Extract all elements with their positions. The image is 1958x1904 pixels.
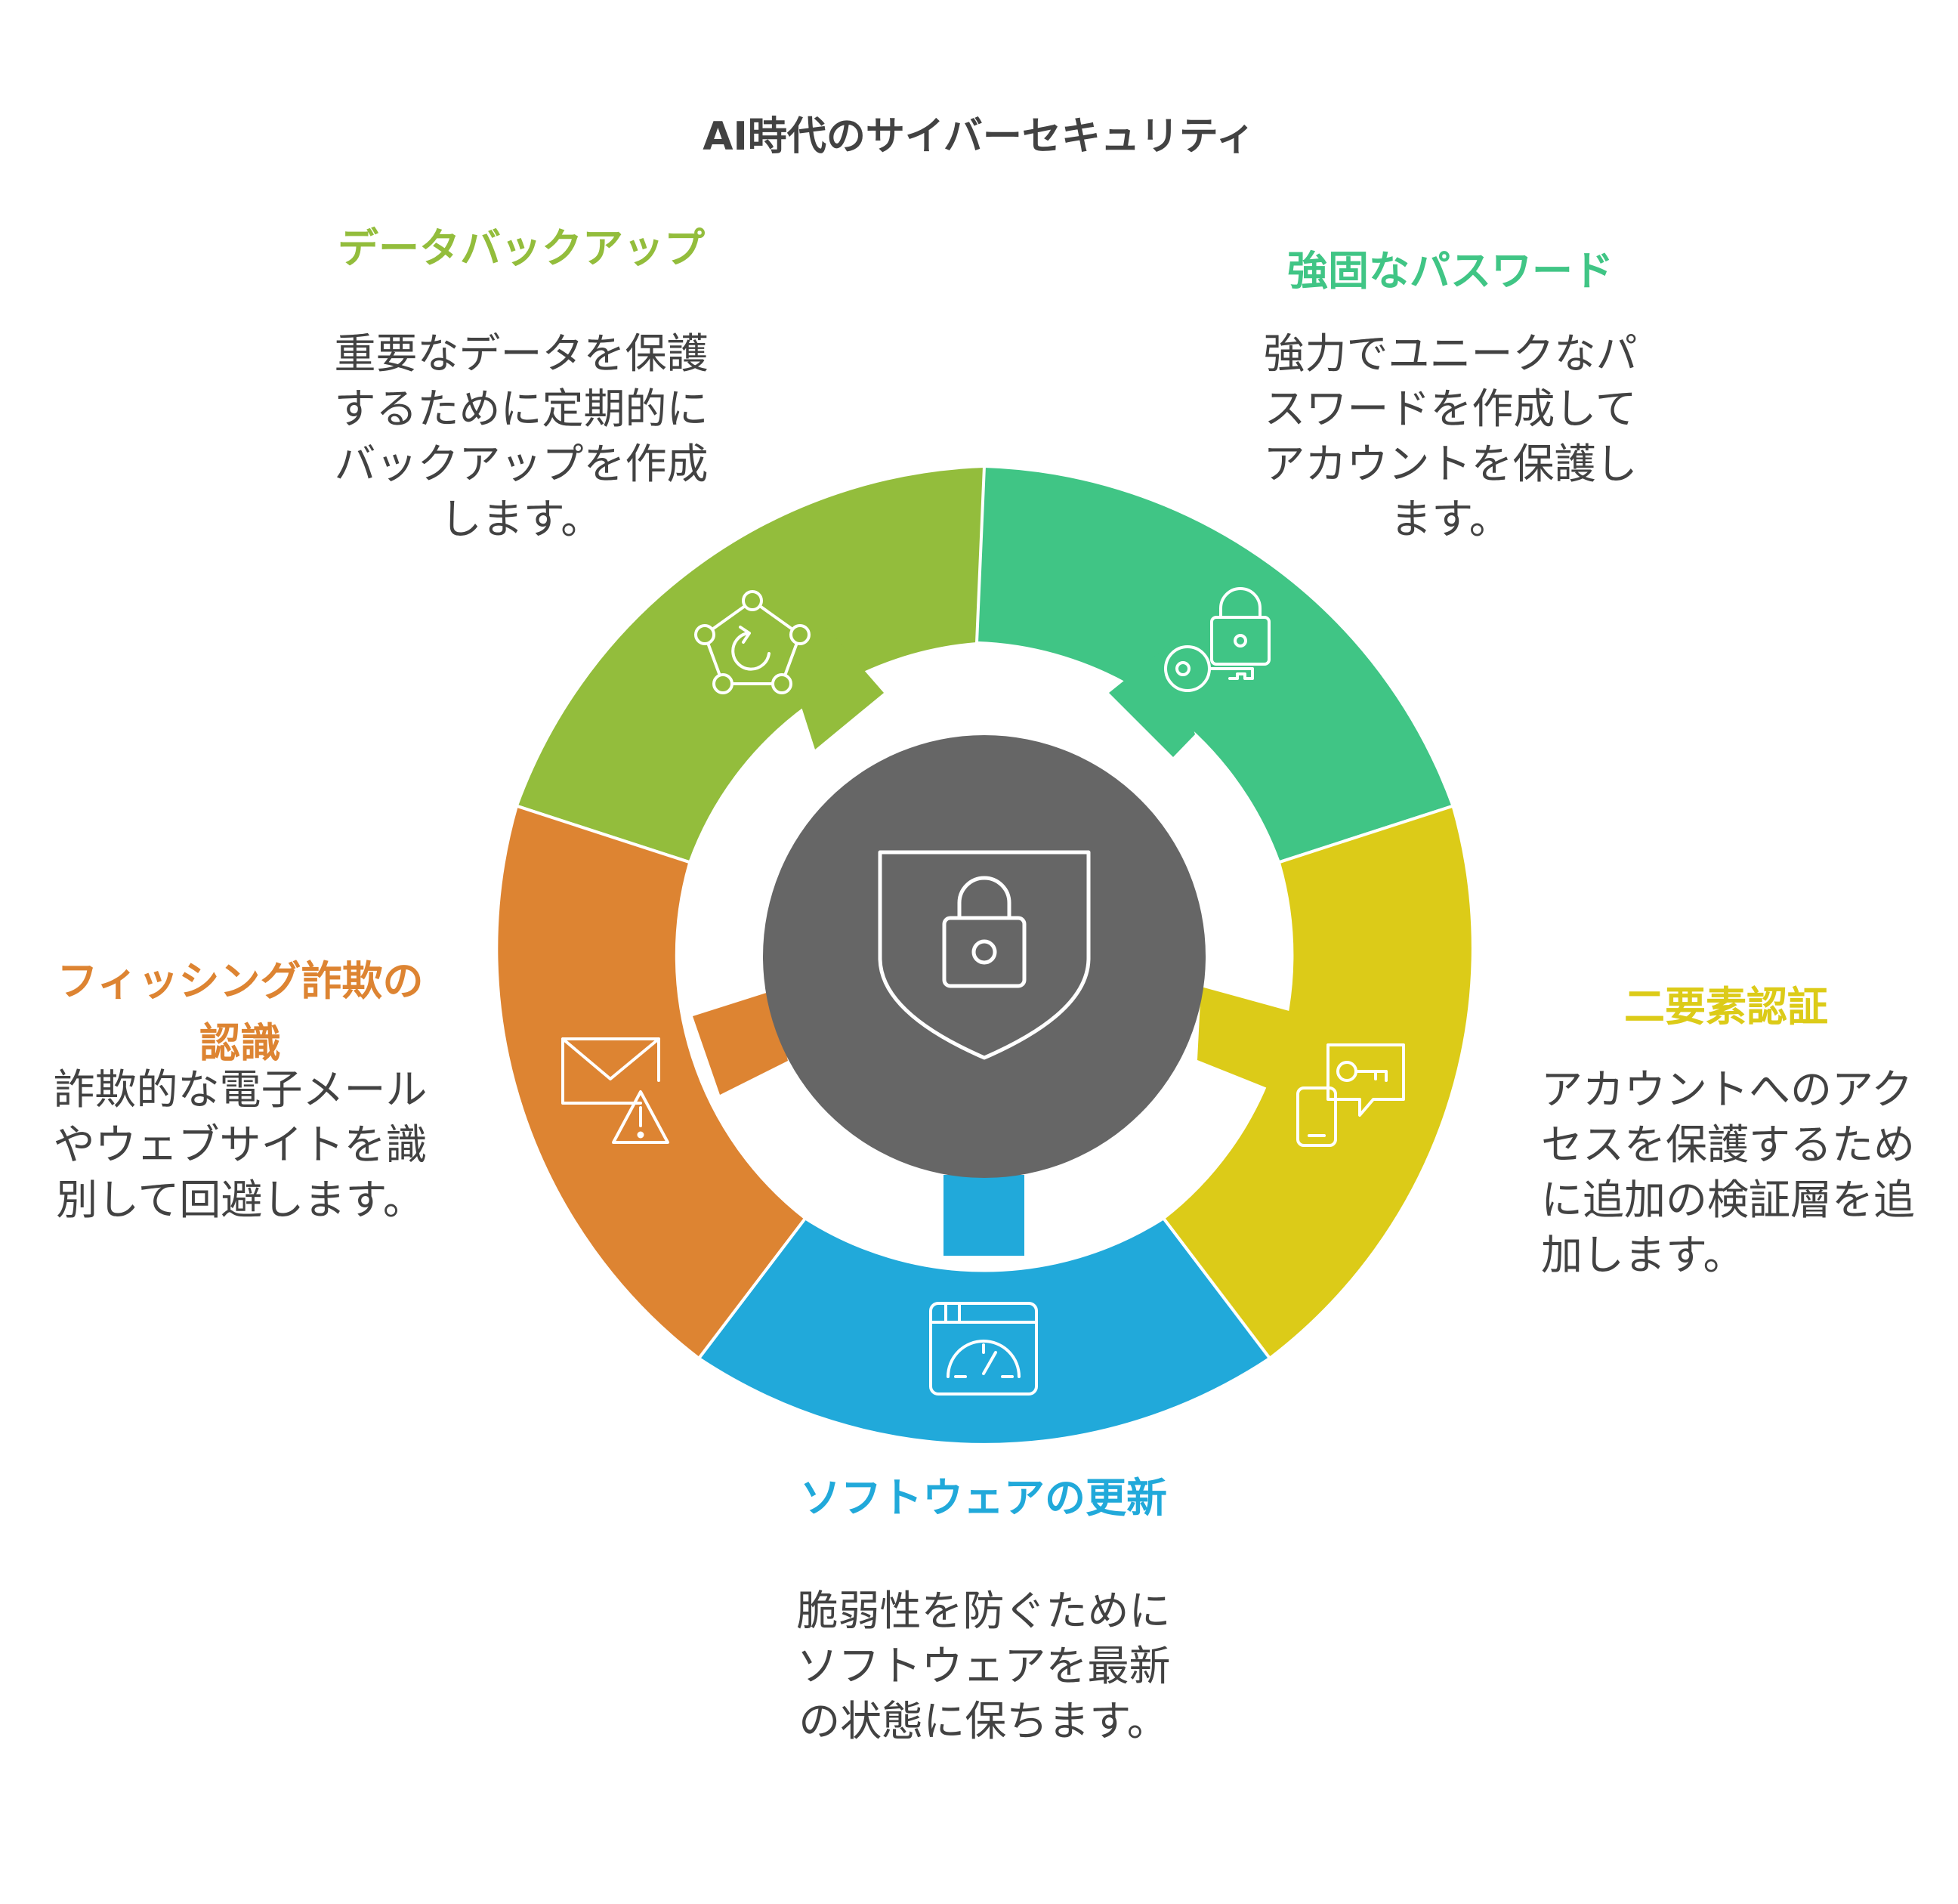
spoke-backup [786,628,884,750]
heading-phishing: フィッシング詐欺の認識 [57,957,424,1067]
segment-update [696,1216,1272,1446]
center-hub [763,735,1206,1178]
heading-backup: データバックアップ [338,224,705,272]
key-lock-icon [1164,587,1271,692]
heading-password: 強固なパスワード [1287,247,1614,295]
description-password: 強力でユニークなパスワードを作成してアカウントを保護します。 [1263,329,1638,543]
diagram-title: AI時代のサイバーセキュリティ [703,114,1255,159]
description-backup: 重要なデータを保護するために定期的にバックアップを作成します。 [334,329,709,543]
mail-warning-icon [561,1037,669,1144]
heading-update: ソフトウェアの更新 [800,1474,1167,1522]
description-twofactor: アカウントへのアクセスを保護するために追加の検証層を追加します。 [1541,1065,1916,1279]
spoke-password [1109,646,1195,757]
phone-key-message-icon [1296,1043,1405,1147]
description-phishing: 詐欺的な電子メールやウェブサイトを識別して回避します。 [53,1065,428,1224]
spoke-twofactor [1197,987,1322,1098]
spoke-phishing [693,991,788,1095]
browser-gauge-icon [929,1302,1038,1396]
segment-phishing [495,804,808,1361]
spoke-update [943,1175,1024,1256]
shield-lock-icon [878,850,1091,1060]
description-update: 脆弱性を防ぐためにソフトウェアを最新の状態に保ちます。 [796,1587,1171,1745]
segment-twofactor [1161,804,1475,1361]
heading-twofactor: 二要素認証 [1624,983,1828,1031]
pentagon-restore-icon [694,590,811,694]
